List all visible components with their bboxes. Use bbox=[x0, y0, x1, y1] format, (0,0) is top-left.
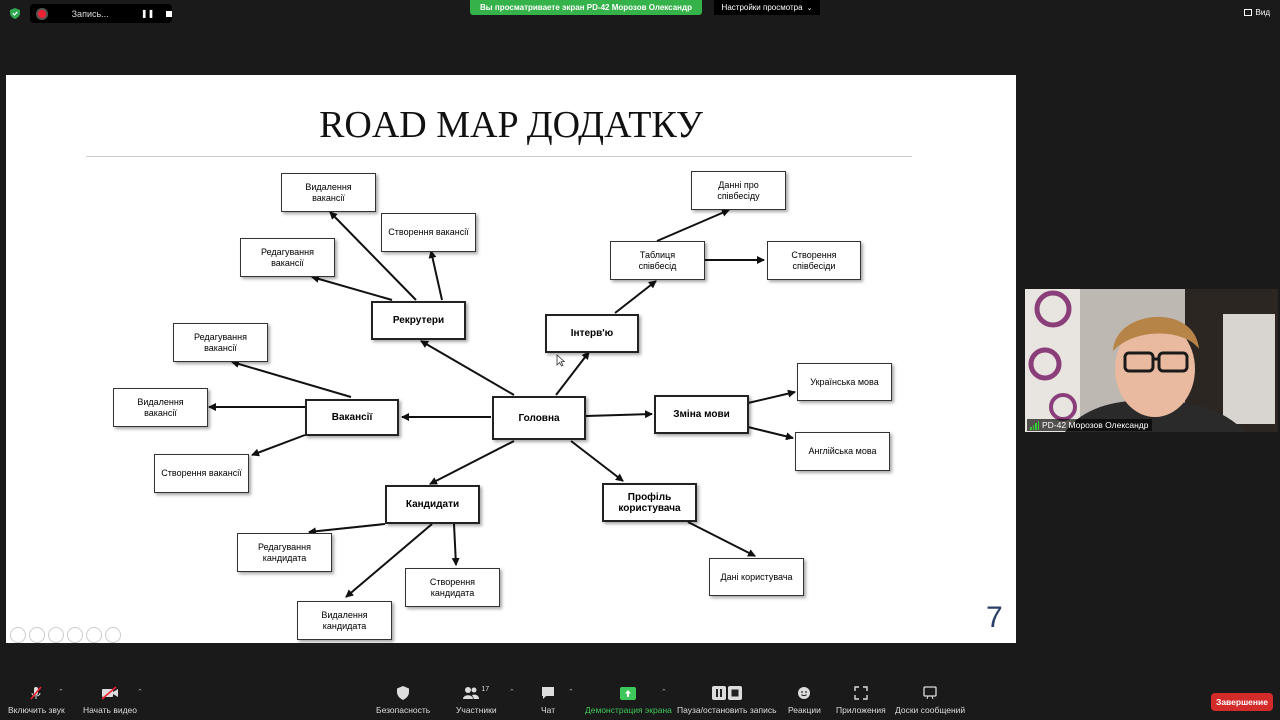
video-options-chevron-icon[interactable]: ⌃ bbox=[137, 689, 143, 696]
audio-options-chevron-icon[interactable]: ⌃ bbox=[58, 689, 64, 696]
node-edit-candidate: Редагування кандидата bbox=[237, 533, 332, 572]
camera-off-icon bbox=[101, 686, 119, 700]
node-interview-data: Данні про співбесіду bbox=[691, 171, 786, 210]
node-recruiter-create-vacancy: Створення вакансії bbox=[381, 213, 476, 252]
shield-icon bbox=[10, 8, 20, 19]
whiteboards-label: Доски сообщений bbox=[895, 705, 966, 715]
whiteboards-button[interactable]: Доски сообщений bbox=[895, 686, 965, 715]
roadmap-connectors bbox=[208, 209, 796, 598]
participants-label: Участники bbox=[456, 705, 497, 715]
pause-recording-icon[interactable]: ❚❚ bbox=[140, 9, 155, 18]
participants-count: 17 bbox=[481, 686, 490, 693]
screen-share-banner: Вы просматриваете экран PD-42 Морозов Ол… bbox=[470, 0, 702, 15]
slide-page-number: 7 bbox=[986, 601, 1003, 634]
reactions-icon bbox=[797, 686, 811, 700]
node-vacancy-edit-vacancy: Редагування вакансії bbox=[173, 323, 268, 362]
pen-icon[interactable] bbox=[48, 627, 64, 643]
node-user-data: Дані користувача bbox=[709, 558, 804, 596]
chat-chevron-icon[interactable]: ⌃ bbox=[568, 689, 574, 696]
view-button[interactable]: Вид bbox=[1243, 8, 1270, 17]
unmute-label: Включить звук bbox=[8, 705, 65, 715]
start-video-label: Начать видео bbox=[83, 705, 138, 715]
prev-slide-icon[interactable] bbox=[10, 627, 26, 643]
node-profile: Профіль користувача bbox=[602, 483, 697, 522]
node-recruiters: Рекрутери bbox=[371, 301, 466, 340]
node-main: Головна bbox=[492, 396, 586, 440]
chevron-down-icon: ⌄ bbox=[806, 4, 813, 12]
share-screen-icon bbox=[620, 686, 637, 700]
chat-button[interactable]: Чат bbox=[541, 686, 555, 715]
node-recruiter-edit-vacancy: Редагування вакансії bbox=[240, 238, 335, 277]
node-interview-table: Таблиця співбесід bbox=[610, 241, 705, 280]
node-create-interview: Створення співбесіди bbox=[767, 241, 861, 280]
more-icon[interactable] bbox=[105, 627, 121, 643]
pause-stop-recording-button[interactable]: Пауза/остановить запись bbox=[677, 686, 777, 715]
view-settings-menu[interactable]: Настройки просмотра ⌄ bbox=[714, 0, 820, 15]
share-screen-button[interactable]: Демонстрация экрана bbox=[585, 686, 672, 715]
recording-label: Запись... bbox=[71, 8, 109, 19]
apps-label: Приложения bbox=[836, 705, 886, 715]
node-lang-en: Англійська мова bbox=[795, 432, 890, 471]
zoom-icon[interactable] bbox=[86, 627, 102, 643]
end-meeting-button[interactable]: Завершение bbox=[1211, 693, 1273, 711]
security-shield-icon bbox=[397, 686, 410, 700]
participant-name-label: PD-42 Морозов Олександр bbox=[1027, 419, 1152, 431]
participants-button[interactable]: 17 Участники bbox=[456, 686, 497, 715]
apps-icon bbox=[854, 686, 868, 700]
recording-indicator: Запись... ❚❚ bbox=[30, 4, 172, 23]
participants-icon: 17 bbox=[463, 686, 489, 700]
pause-stop-label: Пауза/остановить запись bbox=[677, 705, 777, 715]
chat-icon bbox=[541, 686, 555, 700]
reactions-button[interactable]: Реакции bbox=[788, 686, 821, 715]
node-vacancy-create-vacancy: Створення вакансії bbox=[154, 454, 249, 493]
start-video-button[interactable]: Начать видео bbox=[83, 686, 137, 715]
slide-controls[interactable] bbox=[10, 627, 121, 643]
node-language: Зміна мови bbox=[654, 395, 749, 434]
meeting-toolbar: Включить звук ⌃ Начать видео ⌃ Безопасно… bbox=[0, 680, 1280, 720]
security-button[interactable]: Безопасность bbox=[376, 686, 430, 715]
unmute-button[interactable]: Включить звук bbox=[8, 686, 65, 715]
node-recruiter-delete-vacancy: Видалення вакансії bbox=[281, 173, 376, 212]
node-vacancies: Вакансії bbox=[305, 399, 399, 436]
stop-recording-icon[interactable] bbox=[166, 10, 172, 17]
participant-video[interactable]: PD-42 Морозов Олександр bbox=[1025, 289, 1278, 432]
node-vacancy-delete-vacancy: Видалення вакансії bbox=[113, 388, 208, 427]
node-interview: Інтерв'ю bbox=[545, 314, 639, 353]
participants-chevron-icon[interactable]: ⌃ bbox=[509, 689, 515, 696]
view-settings-label: Настройки просмотра bbox=[721, 3, 803, 12]
slide-title: ROAD MAP ДОДАТКУ bbox=[319, 104, 703, 146]
node-delete-candidate: Видалення кандидата bbox=[297, 601, 392, 640]
participant-name: PD-42 Морозов Олександр bbox=[1042, 420, 1149, 430]
participant-video-image bbox=[1025, 289, 1278, 432]
microphone-muted-icon bbox=[29, 686, 43, 700]
security-label: Безопасность bbox=[376, 705, 431, 715]
grid-icon[interactable] bbox=[67, 627, 83, 643]
record-dot-icon bbox=[38, 9, 46, 18]
next-slide-icon[interactable] bbox=[29, 627, 45, 643]
pause-stop-icon bbox=[711, 686, 743, 700]
node-create-candidate: Створення кандидата bbox=[405, 568, 500, 607]
share-chevron-icon[interactable]: ⌃ bbox=[661, 689, 667, 696]
whiteboard-icon bbox=[923, 686, 937, 700]
signal-icon bbox=[1030, 420, 1039, 430]
grid-view-icon bbox=[1243, 9, 1252, 16]
reactions-label: Реакции bbox=[788, 705, 821, 715]
shared-slide: ROAD MAP ДОДАТКУ bbox=[6, 75, 1016, 643]
chat-label: Чат bbox=[541, 705, 556, 715]
view-button-label: Вид bbox=[1255, 8, 1270, 17]
node-lang-ua: Українська мова bbox=[797, 363, 892, 401]
share-screen-label: Демонстрация экрана bbox=[585, 705, 672, 715]
title-divider bbox=[86, 156, 912, 157]
apps-button[interactable]: Приложения bbox=[836, 686, 886, 715]
node-candidates: Кандидати bbox=[385, 485, 480, 524]
